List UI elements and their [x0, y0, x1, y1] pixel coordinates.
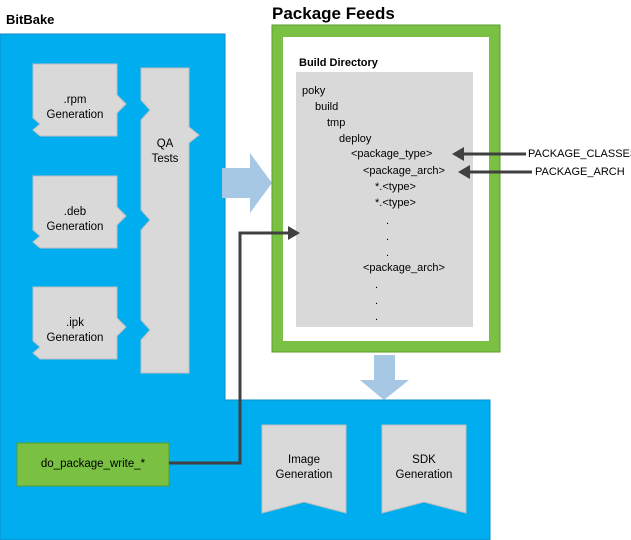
- build-directory-area: [296, 72, 473, 327]
- task-connector: [169, 231, 290, 465]
- feeds-to-outputs-arrow: [360, 355, 409, 400]
- tree-line: <package_arch>: [363, 262, 445, 274]
- qa-to-feeds-arrow: [222, 153, 272, 213]
- tree-line: poky: [302, 85, 326, 97]
- task-label: do_package_write_*: [40, 458, 146, 470]
- package-feeds-title: Package Feeds: [272, 4, 395, 23]
- image-generation-shape: [261, 424, 347, 514]
- build-directory-title: Build Directory: [299, 57, 378, 69]
- tree-line: .: [375, 279, 379, 291]
- tree-line: .: [386, 231, 390, 243]
- package-classes-label: PACKAGE_CLASSES: [528, 148, 631, 160]
- tree-line: .: [386, 215, 390, 227]
- bitbake-title: BitBake: [6, 12, 55, 27]
- tree-line: .: [375, 295, 379, 307]
- package-arch-label: PACKAGE_ARCH: [535, 166, 625, 178]
- rpm-generation-shape: [32, 63, 127, 137]
- tree-line: <package_arch>: [363, 165, 445, 177]
- deb-generation-shape: [32, 175, 127, 249]
- tree-line: .: [386, 247, 390, 259]
- tree-line: *.<type>: [375, 181, 416, 193]
- tree-line: .: [375, 311, 379, 323]
- task-box: [16, 442, 170, 487]
- sdk-generation-shape: [381, 424, 467, 514]
- qa-tests-shape: [140, 67, 200, 374]
- tree-line: tmp: [327, 117, 346, 129]
- tree-line: deploy: [339, 133, 372, 145]
- ipk-generation-shape: [32, 286, 127, 360]
- tree-line: *.<type>: [375, 197, 416, 209]
- tree-line: <package_type>: [351, 148, 433, 160]
- tree-line: build: [315, 101, 339, 113]
